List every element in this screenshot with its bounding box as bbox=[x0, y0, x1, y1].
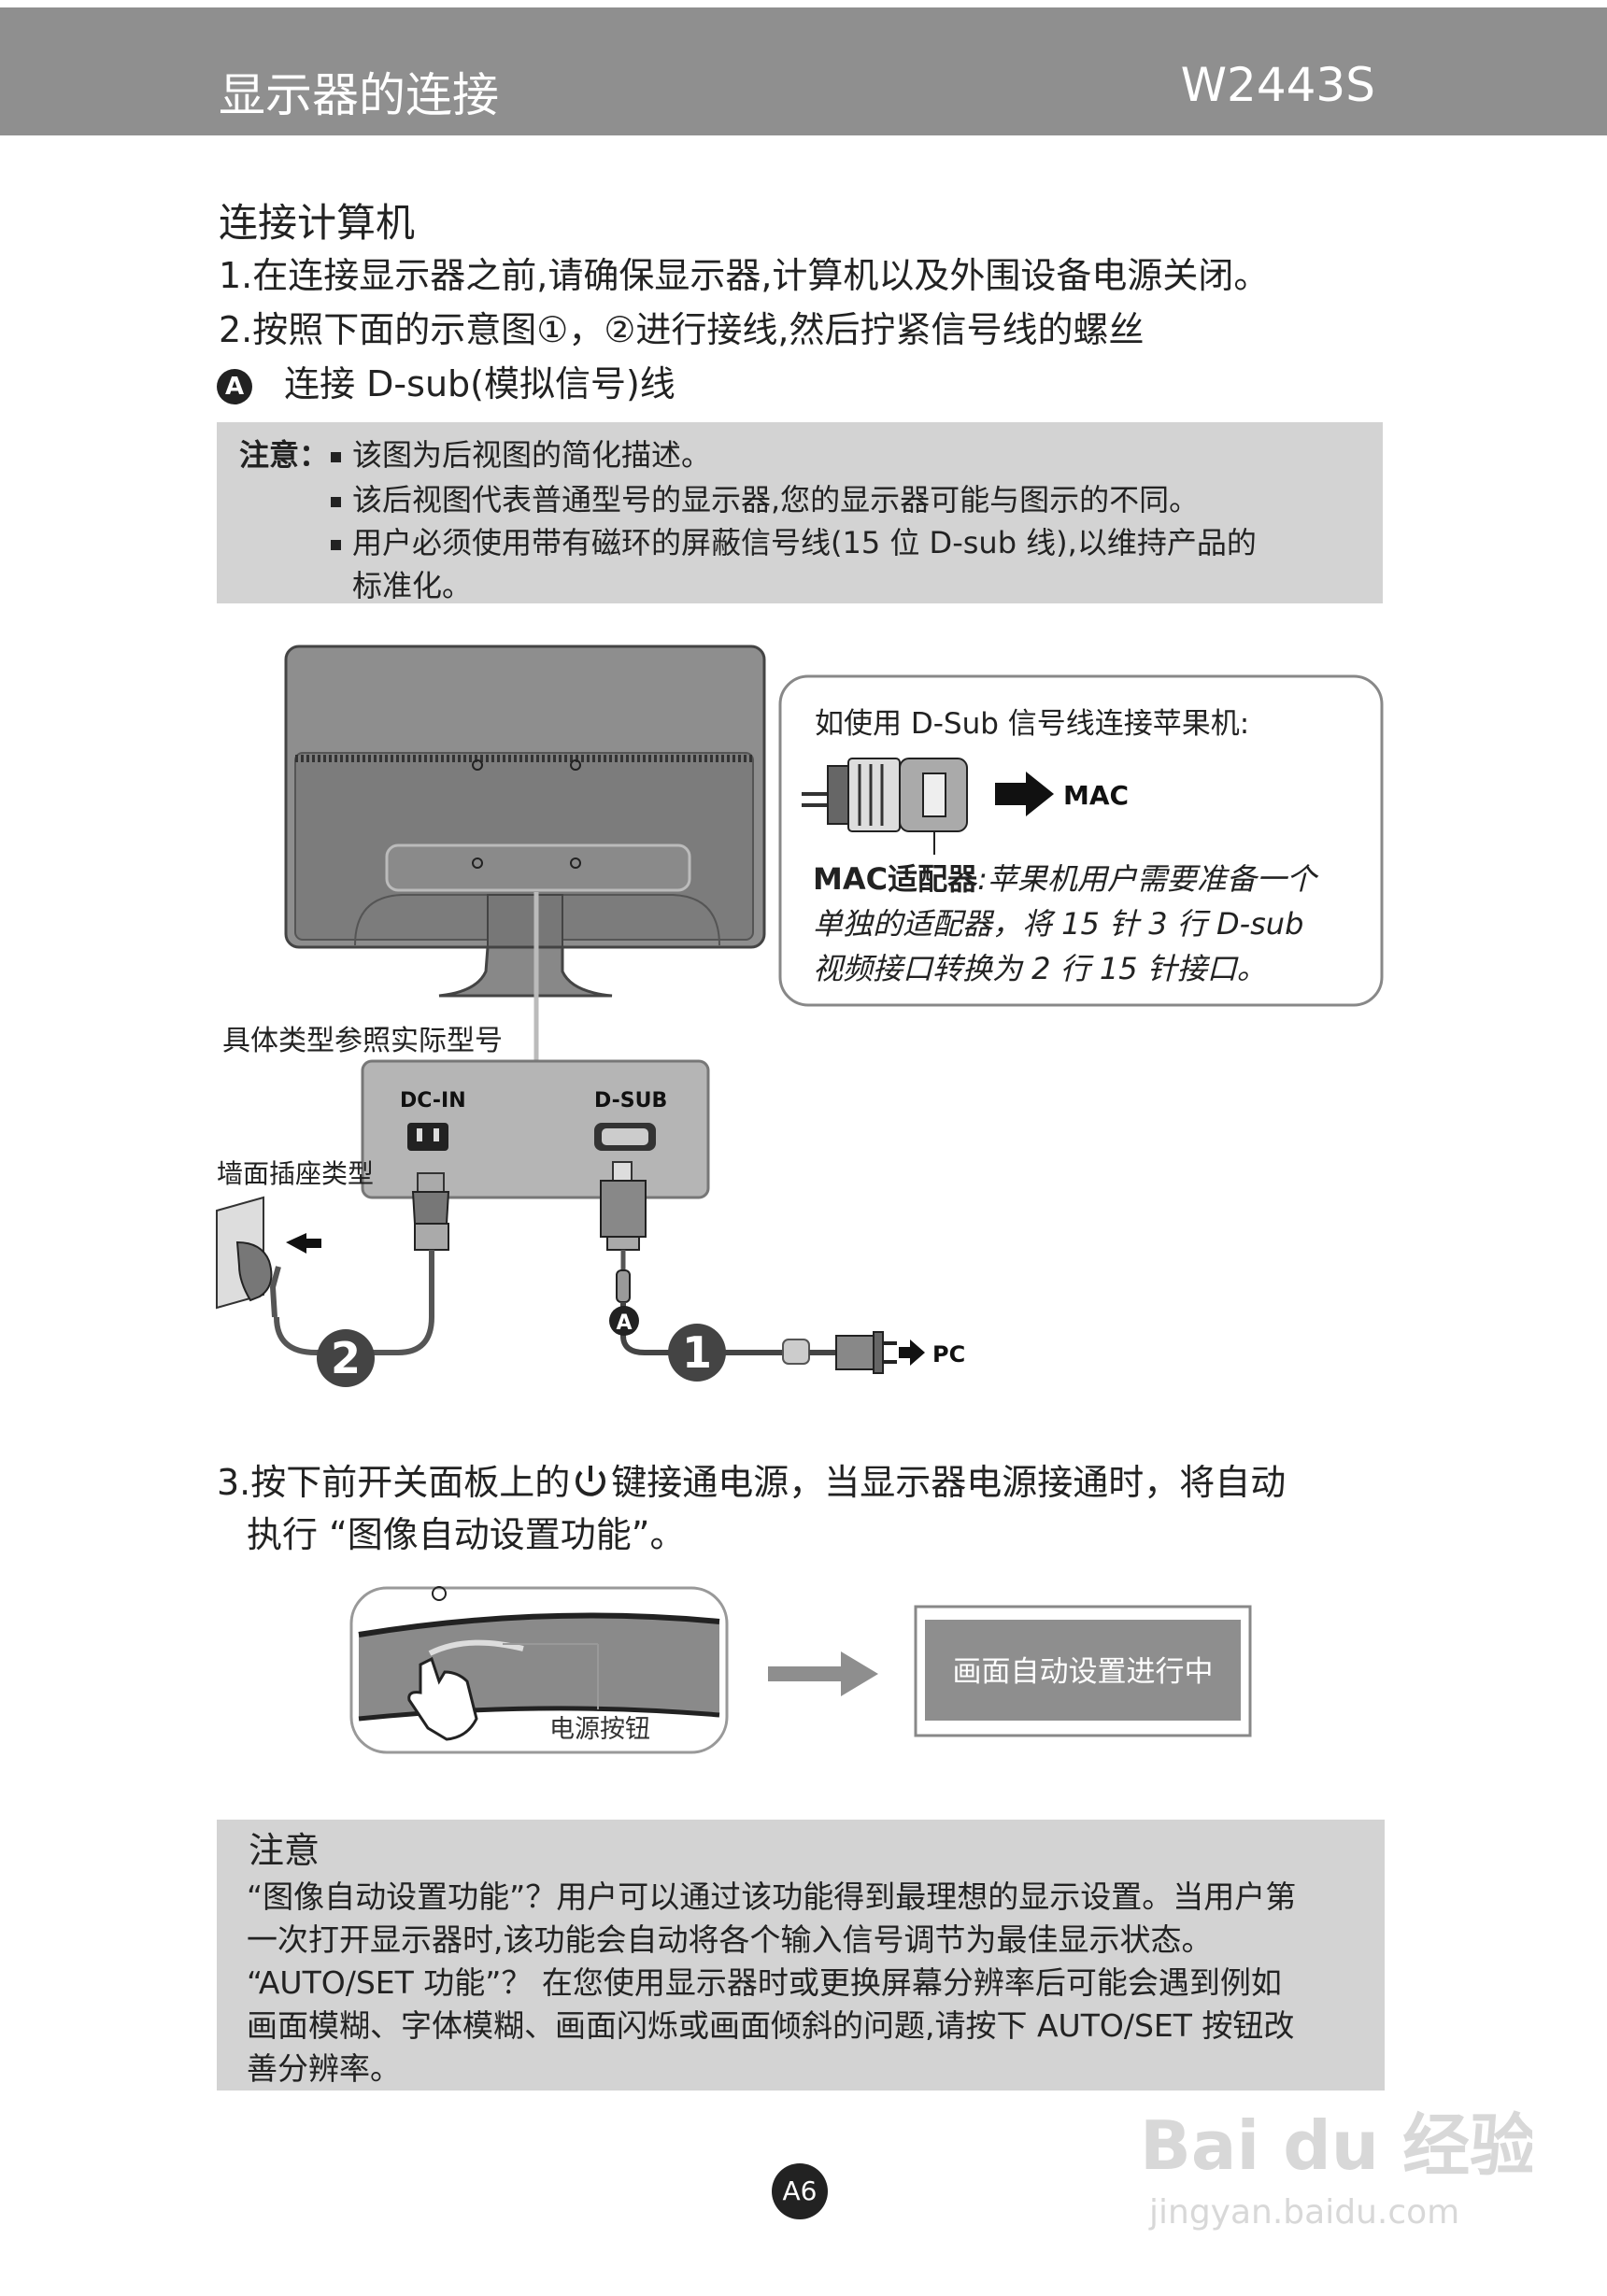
svg-text:2: 2 bbox=[331, 1333, 361, 1383]
port-dsub-label: D-SUB bbox=[594, 1089, 667, 1113]
note2-line-3: “AUTO/SET 功能”？ 在您使用显示器时或更换屏幕分辨率后可能会遇到例如 bbox=[247, 1964, 1282, 2001]
note2-box bbox=[217, 1820, 1385, 2090]
port-dcin-label: DC-IN bbox=[400, 1089, 466, 1113]
bullet-icon bbox=[331, 451, 341, 462]
note-item-3-cont: 标准化。 bbox=[352, 568, 473, 603]
dsub-cable-illustration bbox=[600, 1161, 925, 1374]
bullet-icon bbox=[331, 539, 341, 550]
step-marker-1 bbox=[668, 1324, 726, 1382]
osd-text: 画面自动设置进行中 bbox=[953, 1655, 1214, 1689]
hand-icon bbox=[407, 1656, 478, 1741]
step-a-text: 连接 D-sub(模拟信号)线 bbox=[284, 363, 676, 404]
power-button-label: 电源按钮 bbox=[549, 1715, 650, 1744]
mac-adapter-line-1: MAC适配器:苹果机用户需要准备一个 bbox=[813, 861, 1319, 897]
power-symbol-icon bbox=[432, 1586, 447, 1601]
section-title: 连接计算机 bbox=[219, 200, 416, 246]
step-3-line-2: 执行 “图像自动设置功能”。 bbox=[247, 1514, 686, 1555]
bullet-icon bbox=[331, 496, 341, 507]
note-label: 注意： bbox=[239, 437, 330, 473]
step-a: A 连接 D-sub(模拟信号)线 bbox=[217, 355, 676, 406]
note2-line-1: “图像自动设置功能”？用户可以通过该功能得到最理想的显示设置。当用户第 bbox=[247, 1878, 1297, 1915]
mac-adapter-line-2: 单独的适配器，将 15 针 3 行 D-sub bbox=[813, 906, 1303, 942]
wall-socket-icon bbox=[216, 1196, 321, 1318]
baidu-watermark-logo: Bai du 经验 jingyan.baidu.com bbox=[1140, 2106, 1532, 2232]
note2-line-2: 一次打开显示器时,该功能会自动将各个输入信号调节为最佳显示状态。 bbox=[247, 1921, 1213, 1958]
power-icon bbox=[576, 1466, 606, 1496]
model-number: W2443S bbox=[1180, 58, 1375, 112]
note-box bbox=[217, 422, 1383, 603]
note2-line-5: 善分辨率。 bbox=[247, 2050, 401, 2087]
mac-label: MAC bbox=[1063, 780, 1129, 811]
header-bar bbox=[0, 7, 1607, 135]
step-2: 2.按照下面的示意图①，②进行接线,然后拧紧信号线的螺丝 bbox=[219, 309, 1145, 350]
note-item-2: 该后视图代表普通型号的显示器,您的显示器可能与图示的不同。 bbox=[331, 476, 1199, 519]
step-marker-2 bbox=[317, 1329, 375, 1387]
step-a-badge: A bbox=[217, 368, 252, 404]
model-ref-label: 具体类型参照实际型号 bbox=[222, 1025, 503, 1057]
power-cable-illustration bbox=[274, 1172, 450, 1355]
arrow-right-icon bbox=[995, 772, 1054, 816]
note-item-1: 该图为后视图的简化描述。 bbox=[331, 432, 711, 475]
arrow-right-icon bbox=[899, 1339, 925, 1366]
note2-title: 注意 bbox=[249, 1830, 320, 1871]
wall-socket-label: 墙面插座类型 bbox=[217, 1158, 374, 1189]
page-number: A6 bbox=[772, 2163, 828, 2219]
pc-label: PC bbox=[932, 1341, 965, 1368]
svg-text:A: A bbox=[616, 1311, 632, 1335]
page-title: 显示器的连接 bbox=[219, 68, 499, 122]
mac-adapter-line-3: 视频接口转换为 2 行 15 针接口。 bbox=[813, 951, 1267, 986]
svg-text:Bai du 经验: Bai du 经验 bbox=[1140, 2106, 1532, 2185]
monitor-back-illustration bbox=[284, 645, 766, 1061]
step-1: 1.在连接显示器之前,请确保显示器,计算机以及外围设备电源关闭。 bbox=[219, 255, 1270, 296]
marker-a bbox=[609, 1306, 639, 1336]
step-3-line-1: 3.按下前开关面板上的键接通电源，当显示器电源接通时，将自动 bbox=[217, 1462, 1287, 1503]
svg-text:jingyan.baidu.com: jingyan.baidu.com bbox=[1148, 2193, 1459, 2232]
note-item-3: 用户必须使用带有磁环的屏蔽信号线(15 位 D-sub 线),以维持产品的 bbox=[331, 519, 1257, 562]
mac-adapter-icon bbox=[802, 758, 968, 855]
arrow-right-icon bbox=[768, 1651, 878, 1696]
mac-callout-text: 如使用 D-Sub 信号线连接苹果机: bbox=[815, 707, 1249, 741]
note2-line-4: 画面模糊、字体模糊、画面闪烁或画面倾斜的问题,请按下 AUTO/SET 按钮改 bbox=[247, 2007, 1295, 2044]
arrow-left-icon bbox=[286, 1233, 321, 1254]
svg-text:1: 1 bbox=[682, 1327, 712, 1378]
